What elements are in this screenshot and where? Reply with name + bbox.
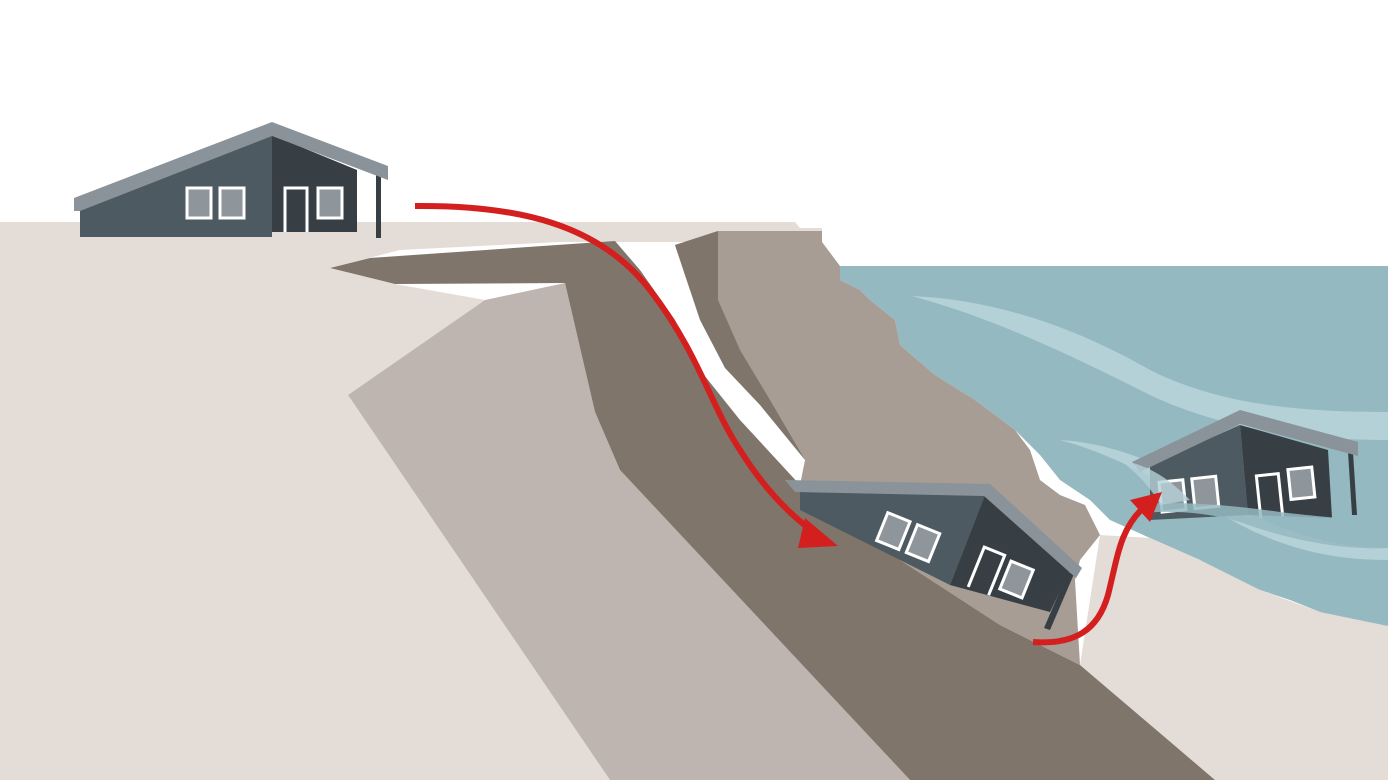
house-sea-porch-post bbox=[1348, 452, 1357, 515]
house-sliding-window-3 bbox=[997, 559, 1036, 600]
cliff-face-light bbox=[348, 283, 910, 780]
erosion-arrows bbox=[414, 202, 1162, 646]
arrow-head-2 bbox=[1130, 492, 1162, 522]
house-intact-window-1 bbox=[185, 186, 213, 220]
house-intact-porch-post bbox=[376, 172, 381, 238]
house-sea-door bbox=[1254, 471, 1285, 519]
arrow-cliff-to-slope bbox=[414, 202, 817, 536]
house-sliding-porch-post bbox=[1044, 572, 1074, 630]
house-intact-window-3 bbox=[316, 186, 344, 220]
wave-foam-upper bbox=[912, 296, 1388, 440]
house-sliding-wall-right bbox=[950, 495, 1070, 612]
house-sliding bbox=[785, 480, 1082, 630]
house-sliding-window-1 bbox=[874, 510, 913, 552]
arrow-slope-to-sea bbox=[1032, 505, 1146, 646]
house-sliding-door bbox=[966, 545, 1007, 596]
house-sliding-window-2 bbox=[904, 522, 942, 564]
land-plateau bbox=[0, 222, 822, 780]
house-sea-window-3 bbox=[1286, 465, 1317, 502]
house-sliding-roof bbox=[785, 480, 1082, 578]
beach bbox=[1080, 535, 1388, 780]
house-intact bbox=[74, 122, 388, 238]
cliff-slump-dark bbox=[330, 241, 1215, 780]
house-intact-door bbox=[283, 186, 309, 232]
sea bbox=[840, 266, 1388, 626]
arrow-head-1 bbox=[798, 518, 838, 548]
house-sea-roof bbox=[1132, 410, 1358, 472]
house-intact-roof bbox=[74, 122, 388, 211]
cliff-crack-dark bbox=[675, 231, 805, 460]
wave-over-house bbox=[1120, 502, 1388, 549]
wave-foam-front bbox=[1120, 460, 1190, 505]
house-intact-window-2 bbox=[218, 186, 246, 220]
